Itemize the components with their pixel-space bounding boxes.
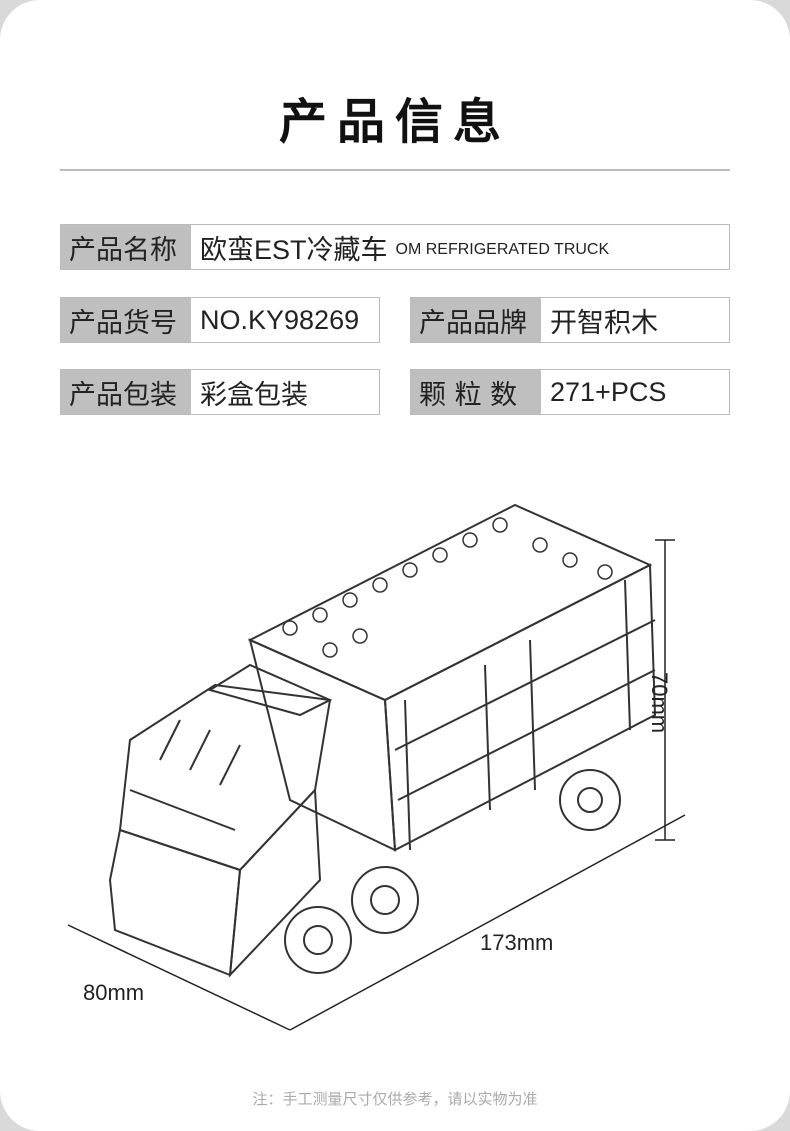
page-title: 产品信息 (278, 94, 511, 150)
spec-row-pieces: 颗 粒 数 271+PCS (410, 369, 730, 415)
measurement-note: 注：手工测量尺寸仅供参考，请以实物为准 (252, 1090, 538, 1108)
spec-label: 产品名称 (61, 225, 191, 269)
length-dimension: 173mm (480, 930, 554, 955)
height-dimension: 70mm (647, 672, 672, 734)
name-en: OM REFRIGERATED TRUCK (395, 241, 610, 258)
dimension-lines (67, 539, 686, 1031)
spec-label: 颗 粒 数 (411, 370, 541, 414)
cab (108, 663, 333, 978)
spec-value: 271+PCS (550, 376, 667, 407)
spec-value: NO.KY98269 (200, 304, 360, 335)
spec-value: 欧蛮EST冷藏车 OM REFRIGERATED TRUCK (191, 225, 729, 269)
studs (282, 517, 613, 658)
cargo-box (247, 503, 657, 852)
spec-value: 开智积木 (550, 307, 658, 338)
spec-row-brand: 产品品牌 开智积木 (410, 297, 730, 343)
divider (60, 169, 730, 171)
spec-row-name: 产品名称 欧蛮EST冷藏车 OM REFRIGERATED TRUCK (60, 224, 730, 270)
spec-row-sku: 产品货号 NO.KY98269 (60, 297, 380, 343)
spec-label: 产品货号 (61, 298, 191, 342)
name-cn: 欧蛮EST冷藏车 (200, 234, 388, 265)
spec-value: 彩盒包装 (200, 379, 308, 410)
wheels (284, 769, 621, 974)
spec-row-package: 产品包装 彩盒包装 (60, 369, 380, 415)
spec-label: 产品包装 (61, 370, 191, 414)
spec-label: 产品品牌 (411, 298, 541, 342)
width-dimension: 80mm (83, 980, 145, 1005)
